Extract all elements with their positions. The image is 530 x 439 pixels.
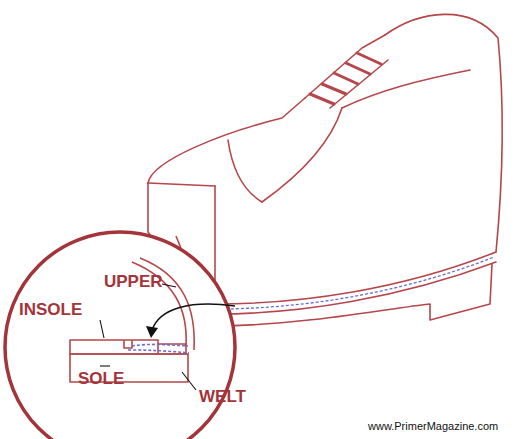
part-label: WELT (199, 388, 246, 405)
part-label: UPPER (104, 273, 163, 290)
part-label: INSOLE (19, 301, 82, 318)
watermark: www.PrimerMagazine.com (368, 421, 498, 432)
part-label: SOLE (78, 370, 124, 387)
